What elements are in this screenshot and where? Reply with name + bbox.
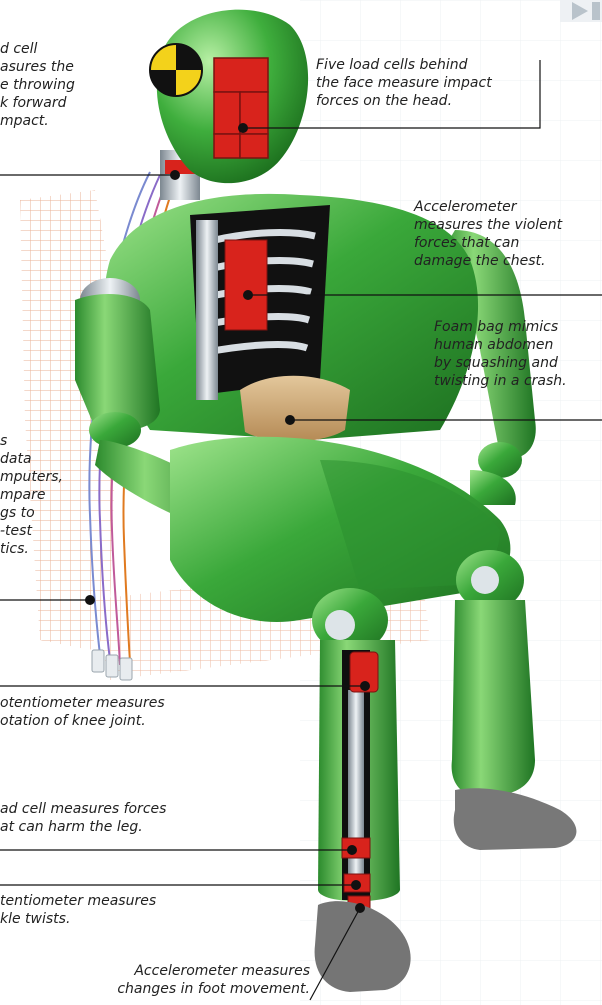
caption-knee-potentiometer: otentiometer measures otation of knee jo…: [0, 694, 230, 730]
corner-arrow-icon: [560, 0, 602, 22]
caption-neck-load-cell: d cell asures the e throwing k forward m…: [0, 40, 160, 130]
caption-chest-accelerometer: Accelerometer measures the violent force…: [414, 198, 602, 270]
caption-leg-load-cell: ad cell measures forces at can harm the …: [0, 800, 230, 836]
caption-ankle-potentiometer: tentiometer measures kle twists.: [0, 892, 220, 928]
caption-foot-accelerometer: Accelerometer measures changes in foot m…: [60, 962, 310, 998]
caption-foam-abdomen: Foam bag mimics human abdomen by squashi…: [434, 318, 602, 390]
caption-face-load-cells: Five load cells behind the face measure …: [316, 56, 546, 110]
caption-data-cables: s data mputers, mpare gs to -test tics.: [0, 432, 100, 558]
face-load-cells: [214, 58, 268, 158]
